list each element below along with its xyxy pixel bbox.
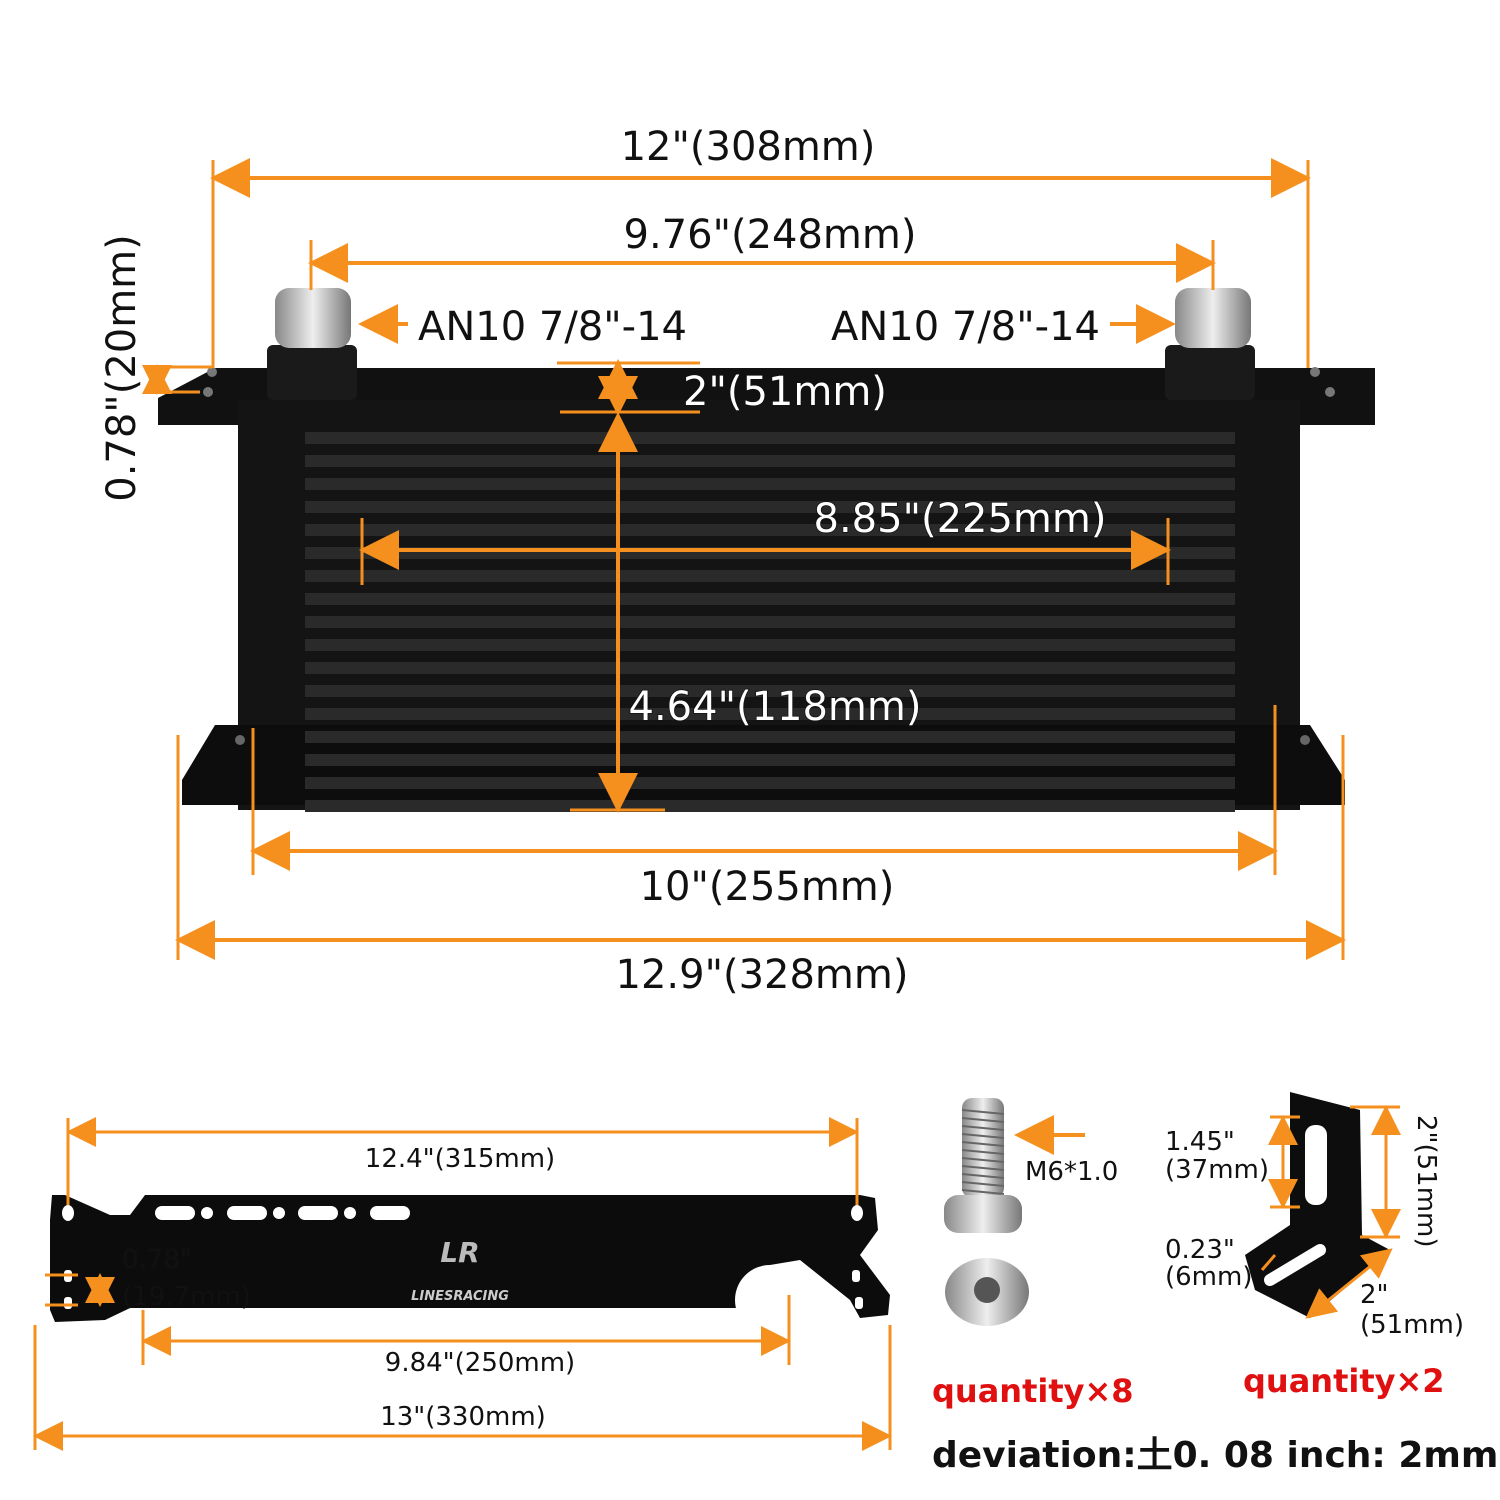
bracket-hole-spacing-label: 12.4"(315mm) xyxy=(365,1144,555,1174)
l-thickness-mm-label: (6mm) xyxy=(1165,1262,1252,1292)
bracket-logo-mark: LR xyxy=(440,1236,479,1269)
fin-row xyxy=(305,593,1235,605)
cooler-dimension-lines xyxy=(142,158,1346,960)
bracket-dimension-lines xyxy=(33,1117,892,1451)
bolt-quantity-label: quantity×8 xyxy=(932,1372,1134,1410)
l-width-in-label: 2" xyxy=(1360,1280,1389,1310)
bolt-thread xyxy=(961,1117,1005,1123)
fin-row xyxy=(305,662,1235,674)
bolt-thread xyxy=(961,1189,1005,1195)
fin-row xyxy=(305,432,1235,444)
fin-row xyxy=(305,455,1235,467)
bolt-thread xyxy=(961,1133,1005,1139)
bracket-slot-mm-label: (19.7mm) xyxy=(122,1282,251,1312)
fin-row xyxy=(305,570,1235,582)
core-height-label: 4.64"(118mm) xyxy=(629,684,922,730)
bolt-thread xyxy=(961,1149,1005,1155)
bolt-thread xyxy=(961,1109,1005,1115)
cooler-fins xyxy=(305,432,1235,812)
l-bracket-quantity-label: quantity×2 xyxy=(1243,1362,1445,1400)
overall-width-label: 12"(308mm) xyxy=(621,124,876,170)
bolt-thread xyxy=(961,1181,1005,1187)
l-bracket-dimension-lines xyxy=(1260,1105,1401,1319)
fin-row xyxy=(305,501,1235,513)
deviation-note: deviation:土0. 08 inch: 2mm xyxy=(932,1435,1498,1476)
bolt-thread xyxy=(961,1141,1005,1147)
fin-row xyxy=(305,478,1235,490)
flange-nut xyxy=(945,1258,1029,1326)
base-width-label: 12.9"(328mm) xyxy=(616,952,909,998)
fin-row xyxy=(305,639,1235,651)
fitting-left-label: AN10 7/8"-14 xyxy=(418,304,687,350)
l-thickness-in-label: 0.23" xyxy=(1165,1235,1235,1265)
bracket-logo-text: LINESRACING xyxy=(411,1289,509,1304)
fin-row xyxy=(305,685,1235,697)
oil-cooler xyxy=(158,288,1375,812)
fin-row xyxy=(305,777,1235,789)
l-height-in-label: 1.45" xyxy=(1165,1127,1235,1157)
bracket-slot-in-label: 0.78" xyxy=(122,1245,192,1275)
bolt xyxy=(944,1098,1022,1233)
fin-row xyxy=(305,731,1235,743)
fin-row xyxy=(305,616,1235,628)
fin-row xyxy=(305,754,1235,766)
core-width-label: 8.85"(225mm) xyxy=(814,496,1107,542)
fitting-left xyxy=(267,288,357,400)
bracket-overall-width-label: 13"(330mm) xyxy=(380,1402,546,1432)
flange-thickness-label: 0.78"(20mm) xyxy=(99,234,145,502)
bolt-thread xyxy=(961,1173,1005,1179)
l-height-mm-label: (37mm) xyxy=(1165,1155,1269,1185)
top-gap-label: 2"(51mm) xyxy=(683,369,887,415)
l-total-height-label: 2"(51mm) xyxy=(1411,1115,1441,1248)
bolt-spec-label: M6*1.0 xyxy=(1025,1157,1118,1187)
fin-row xyxy=(305,708,1235,720)
l-width-mm-label: (51mm) xyxy=(1360,1310,1464,1340)
fitting-right xyxy=(1165,288,1255,400)
fin-row xyxy=(305,800,1235,812)
body-width-label: 10"(255mm) xyxy=(640,864,895,910)
bolt-thread xyxy=(961,1157,1005,1163)
fitting-right-label: AN10 7/8"-14 xyxy=(831,304,1100,350)
bolt-thread xyxy=(961,1125,1005,1131)
bolt-thread xyxy=(961,1165,1005,1171)
bracket-inner-width-label: 9.84"(250mm) xyxy=(385,1348,575,1378)
fitting-spacing-label: 9.76"(248mm) xyxy=(624,212,917,258)
